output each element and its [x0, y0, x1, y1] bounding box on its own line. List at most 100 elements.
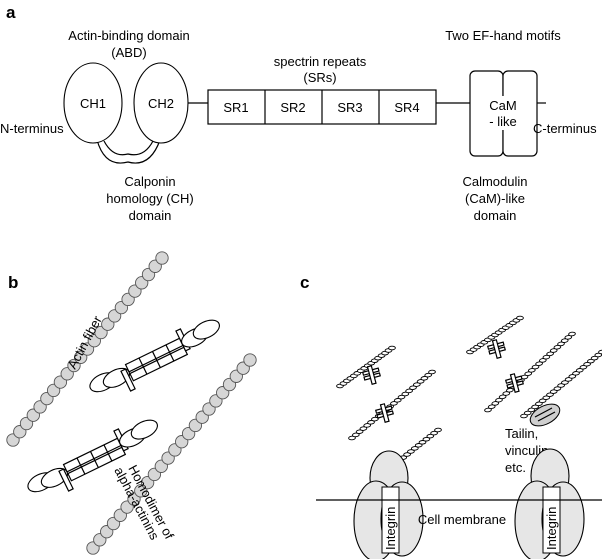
filament-subunit — [428, 369, 436, 375]
filament-subunit — [405, 388, 413, 394]
filament-subunit — [390, 401, 398, 406]
filament-subunit — [401, 391, 410, 397]
cam-domain-line3: domain — [474, 208, 517, 223]
rod-divider — [138, 357, 148, 375]
abd-ellipse — [130, 419, 158, 440]
sr2-label: SR2 — [280, 100, 305, 115]
filament-subunit — [351, 432, 360, 438]
panel-a-label: a — [6, 3, 16, 22]
filament-subunit — [371, 416, 379, 422]
filament-subunit — [388, 345, 396, 351]
filament-subunit — [410, 446, 419, 451]
filament-subunit — [583, 361, 591, 367]
crosslinker — [486, 339, 506, 359]
filament-subunit — [393, 398, 402, 403]
tailin-label-line1: Tailin, — [505, 426, 538, 441]
filament-subunit — [549, 348, 558, 353]
actin-bead — [155, 251, 169, 265]
panel-c: c Tailin, vinculin etc. — [300, 273, 602, 559]
filament-subunit — [409, 385, 417, 390]
spectrin-repeats: SR1 SR2 SR3 SR4 — [207, 89, 437, 125]
abd-ellipse — [192, 319, 220, 340]
filament-subunit — [538, 358, 547, 363]
filament-subunit — [420, 376, 429, 381]
filament-subunit — [568, 331, 576, 337]
tailin-label-line2: vinculin — [505, 443, 548, 458]
filament-subunit — [590, 355, 599, 361]
cam-label-line1: CaM — [489, 98, 516, 113]
sr-title-line1: spectrin repeats — [274, 54, 367, 69]
filament-subunit — [348, 435, 356, 441]
filament-subunit — [412, 382, 421, 387]
crosslinker — [504, 373, 524, 393]
c-terminus-label: C-terminus — [533, 121, 597, 136]
actin-filaments — [336, 315, 602, 479]
crosslinker-stem — [366, 365, 377, 385]
crosslinker — [374, 403, 394, 423]
filament-subunit — [575, 368, 584, 373]
cam-domain-line1: Calmodulin — [462, 174, 527, 189]
filament-subunit — [424, 372, 433, 378]
filament-subunit — [367, 420, 375, 425]
ch2-label: CH2 — [148, 96, 174, 111]
filament-subunit — [568, 374, 577, 379]
filament-subunit — [598, 349, 602, 355]
filament-subunit — [506, 387, 514, 393]
tailin-hatch — [537, 411, 556, 422]
ef-hand-title: Two EF-hand motifs — [445, 28, 561, 43]
rod-divider — [76, 457, 86, 475]
integrin-label-box — [381, 486, 400, 554]
actin-bead — [243, 353, 257, 367]
ch-linker-outer — [96, 139, 161, 164]
rod-divider — [103, 444, 113, 462]
filament-subunit — [434, 427, 442, 433]
panel-c-label: c — [300, 273, 309, 292]
filament-subunit — [495, 397, 503, 403]
ch1-label: CH1 — [80, 96, 106, 111]
filament-subunit — [560, 338, 569, 343]
filament-subunit — [531, 404, 539, 410]
cam-like-domain: CaM - like — [469, 70, 538, 157]
integrin-left: Integrin — [353, 450, 424, 559]
filament-subunit — [491, 401, 500, 406]
filament-subunit — [516, 315, 524, 321]
tailin-vinculin-shape — [529, 403, 561, 427]
filament-subunit — [359, 426, 368, 431]
crosslinker-stem — [491, 339, 502, 359]
filament-subunit — [553, 386, 562, 391]
cam-label-line2: - like — [489, 114, 516, 129]
cam-label-bg — [480, 96, 526, 130]
tailin-hatch — [534, 407, 553, 418]
filament-subunit — [363, 423, 372, 428]
filament-subunit — [553, 344, 562, 350]
tailin-label-line3: etc. — [505, 460, 526, 475]
integrin-right-label: Integrin — [544, 507, 559, 550]
rod-divider — [89, 451, 99, 468]
crosslinker — [361, 365, 381, 385]
filament-subunit — [531, 364, 540, 370]
actin-fiber-upper — [6, 251, 169, 447]
sr3-label: SR3 — [337, 100, 362, 115]
filament-subunit — [418, 440, 427, 445]
rod-divider — [165, 344, 175, 362]
rod-divider — [151, 351, 161, 368]
filament-subunit — [487, 404, 496, 409]
filament-subunit — [546, 392, 554, 397]
n-terminus-label: N-terminus — [0, 121, 64, 136]
filament-subunit — [502, 391, 511, 396]
filament-subunit — [523, 410, 532, 416]
ch-linker-inner — [103, 140, 154, 156]
cell-membrane-label: Cell membrane — [418, 512, 506, 527]
panel-b-label: b — [8, 273, 18, 292]
filament-subunit — [564, 335, 573, 340]
ch-domain-line1: Calponin — [124, 174, 175, 189]
filament-subunit — [416, 379, 425, 384]
integrin-left-label: Integrin — [383, 507, 398, 550]
ch-domain-line3: domain — [129, 208, 172, 223]
panel-a: a Actin-binding domain (ABD) CH1 CH2 N-t… — [0, 3, 597, 223]
sr-title-line2: (SRs) — [303, 70, 336, 85]
filament-subunit — [561, 380, 569, 385]
filament-subunit — [535, 361, 543, 366]
filament-subunit — [498, 394, 507, 400]
